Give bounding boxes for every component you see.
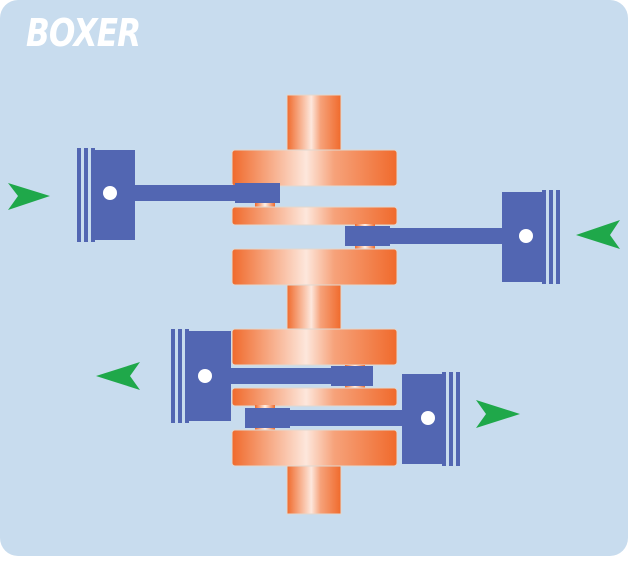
piston-ring	[171, 329, 175, 423]
crankshaft	[231, 94, 398, 515]
piston-ring	[542, 190, 546, 284]
diagram-title: BOXER	[26, 11, 141, 55]
green-arrow-left-icon	[96, 362, 140, 390]
green-arrow-right-icon	[476, 400, 520, 428]
crank-web-6	[231, 429, 398, 467]
piston-ring	[77, 148, 81, 242]
piston-ring	[91, 148, 95, 242]
piston-assembly-lower-left	[171, 329, 373, 423]
piston-assembly-upper-right	[345, 190, 560, 284]
piston-assembly-upper-left	[77, 148, 280, 242]
crank-web-4	[231, 328, 398, 366]
wrist-pin	[421, 411, 435, 425]
crankshaft-top-shaft	[286, 94, 342, 154]
connecting-rod	[231, 368, 331, 384]
wrist-pin	[103, 186, 117, 200]
piston-ring	[449, 372, 453, 466]
crank-web-5	[231, 387, 398, 407]
connecting-rod-big-end	[235, 183, 280, 203]
piston-ring	[185, 329, 189, 423]
piston-ring	[178, 329, 182, 423]
crank-web-3	[231, 248, 398, 286]
crank-web-1	[231, 149, 398, 187]
piston-ring	[456, 372, 460, 466]
green-arrow-right-icon	[8, 183, 50, 210]
piston-assembly-lower-right	[245, 372, 460, 466]
wrist-pin	[198, 369, 212, 383]
crankshaft-middle-shaft	[286, 284, 342, 332]
wrist-pin	[519, 229, 533, 243]
connecting-rod-big-end	[331, 366, 373, 386]
connecting-rod-big-end	[245, 408, 290, 428]
crank-web-2	[231, 206, 398, 226]
connecting-rod	[390, 228, 502, 244]
connecting-rod-big-end	[345, 226, 390, 246]
connecting-rod	[135, 185, 235, 201]
green-arrow-left-icon	[576, 220, 620, 249]
piston-ring	[549, 190, 553, 284]
piston-ring	[84, 148, 88, 242]
piston-ring	[442, 372, 446, 466]
piston-ring	[556, 190, 560, 284]
connecting-rod	[290, 410, 402, 426]
crankshaft-bottom-shaft	[286, 465, 342, 515]
